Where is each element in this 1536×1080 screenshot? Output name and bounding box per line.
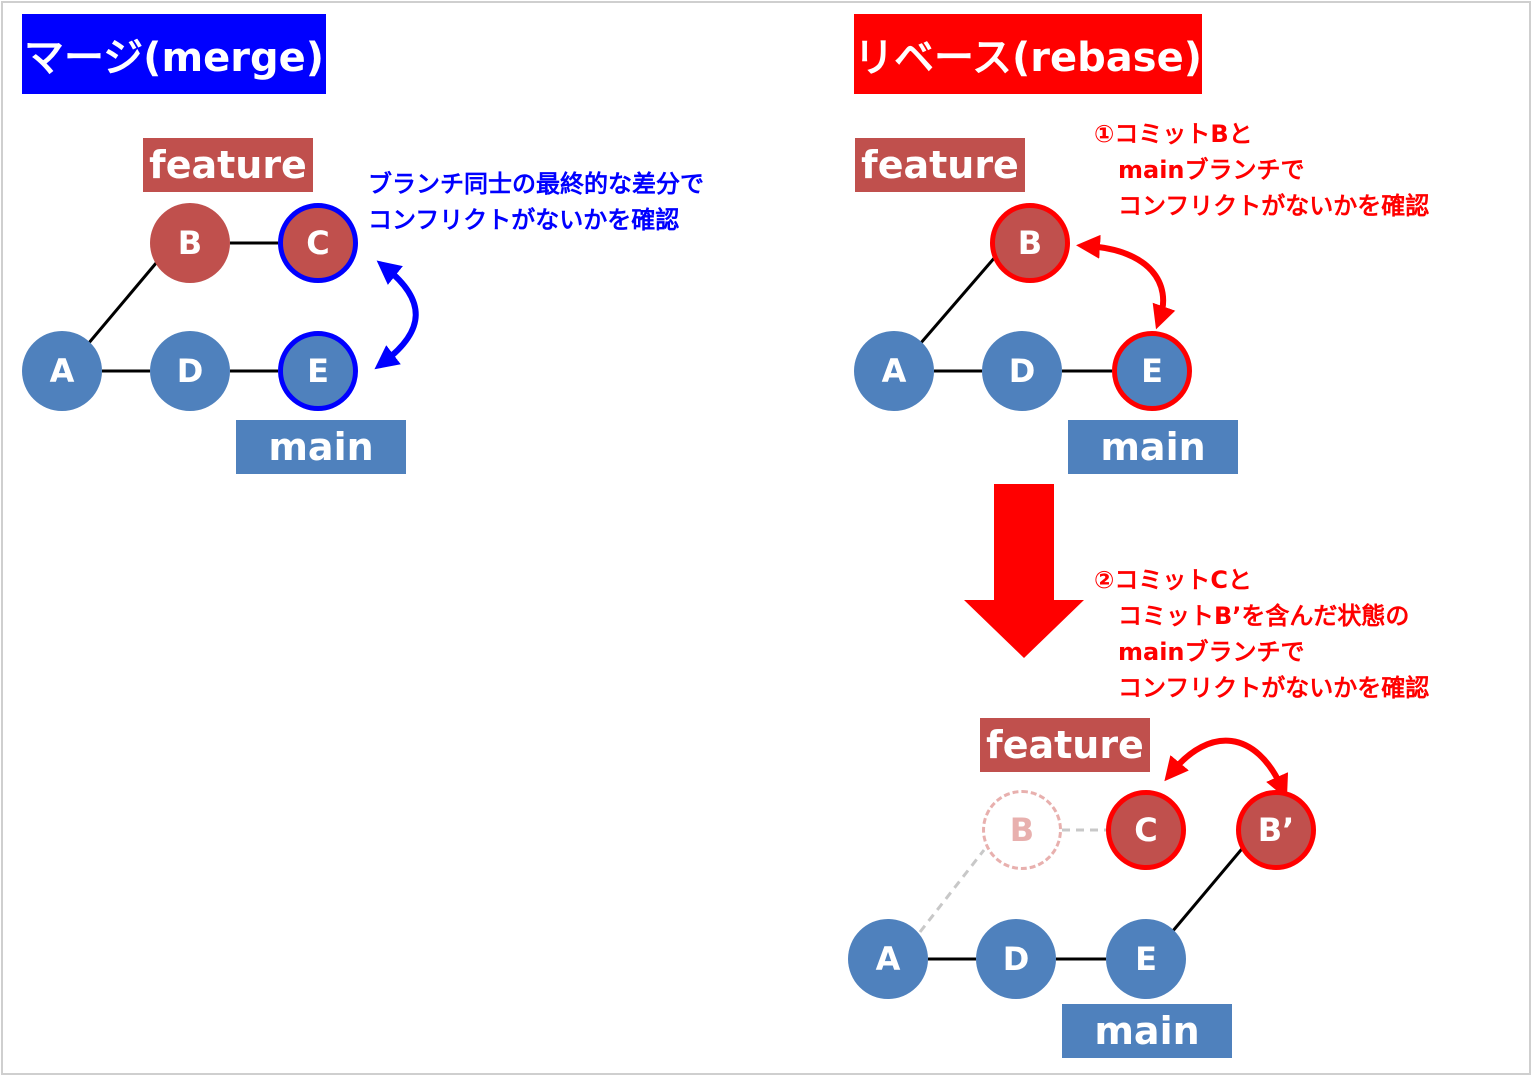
merge-note: ブランチ同士の最終的な差分で コンフリクトがないかを確認: [368, 170, 704, 234]
merge-commit-d: D: [150, 331, 230, 411]
rebase2-commit-a: A: [848, 919, 928, 999]
merge-main-label: main: [236, 420, 406, 474]
rebase2-commit-b-prime: B’: [1236, 790, 1316, 870]
rebase2-feature-label: feature: [980, 718, 1150, 772]
rebase1-commit-a: A: [854, 331, 934, 411]
rebase2-compare-arrow: [1164, 737, 1289, 799]
rebase1-edge-a-b: [918, 255, 998, 345]
merge-commit-b: B: [150, 203, 230, 283]
rebase2-commit-c: C: [1106, 790, 1186, 870]
merge-feature-label: feature: [143, 138, 313, 192]
merge-edge-a-b: [86, 255, 164, 345]
merge-commit-a: A: [22, 331, 102, 411]
rebase2-edge-e-bprime: [1170, 843, 1248, 933]
rebase1-feature-label: feature: [855, 138, 1025, 192]
rebase1-commit-e: E: [1112, 331, 1192, 411]
rebase1-note: ①コミットBと mainブランチで コンフリクトがないかを確認: [1094, 120, 1430, 220]
rebase-title: リベース(rebase): [854, 14, 1202, 94]
rebase1-main-label: main: [1068, 420, 1238, 474]
merge-commit-c: C: [278, 203, 358, 283]
rebase2-edge-a-bold: [918, 849, 986, 933]
rebase2-main-label: main: [1062, 1004, 1232, 1058]
rebase1-compare-arrow: [1076, 234, 1176, 330]
rebase1-commit-d: D: [982, 331, 1062, 411]
rebase2-commit-e: E: [1106, 919, 1186, 999]
rebase2-note: ②コミットCと コミットB’を含んだ状態の mainブランチで コンフリクトがな…: [1094, 566, 1430, 702]
merge-title: マージ(merge): [22, 14, 326, 94]
rebase2-commit-d: D: [976, 919, 1056, 999]
rebase1-commit-b: B: [990, 203, 1070, 283]
rebase-step-down-arrow: [964, 484, 1084, 658]
merge-compare-arrow: [374, 260, 419, 370]
rebase2-commit-b-old: B: [982, 790, 1062, 870]
merge-commit-e: E: [278, 331, 358, 411]
